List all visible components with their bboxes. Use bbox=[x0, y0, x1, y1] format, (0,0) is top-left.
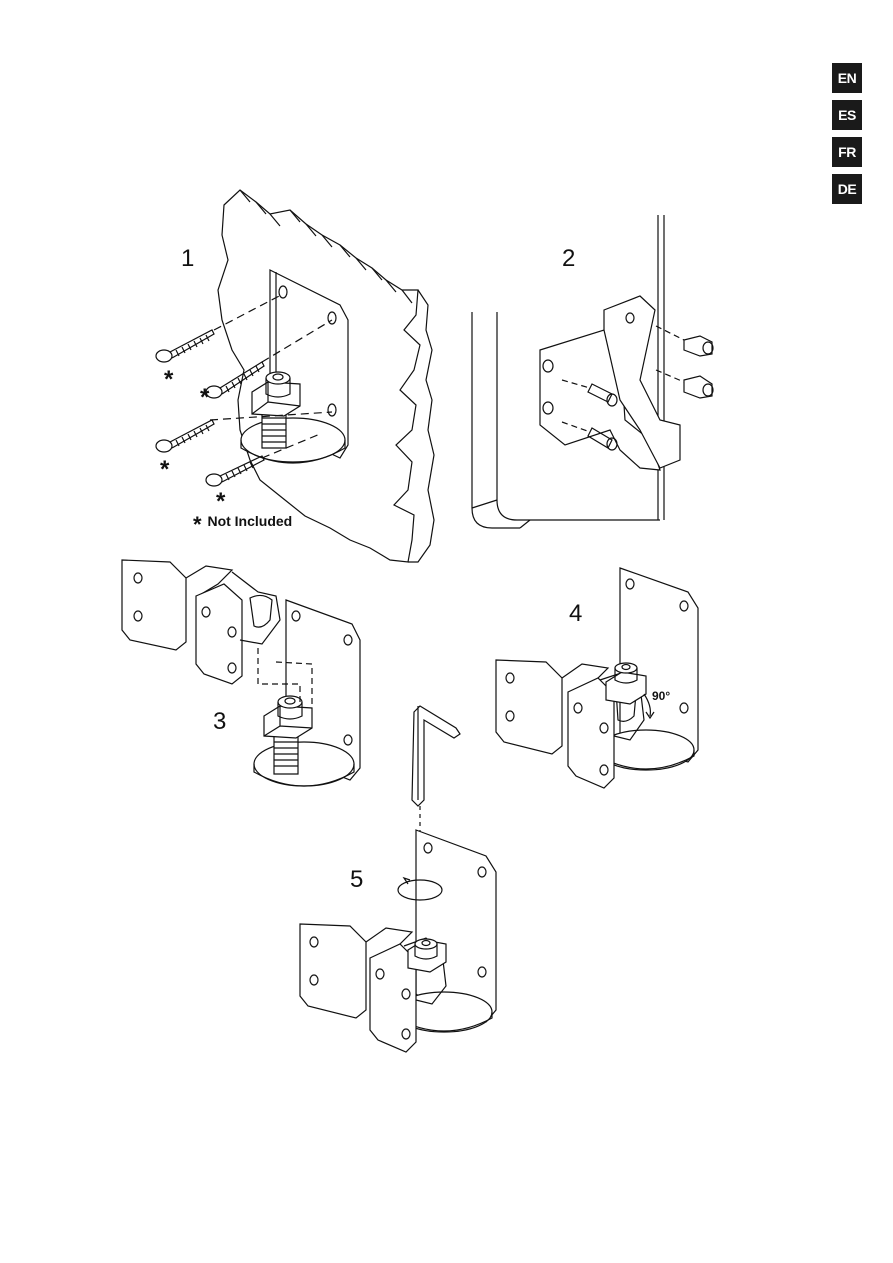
figure-step-5-tightening bbox=[0, 0, 893, 1263]
